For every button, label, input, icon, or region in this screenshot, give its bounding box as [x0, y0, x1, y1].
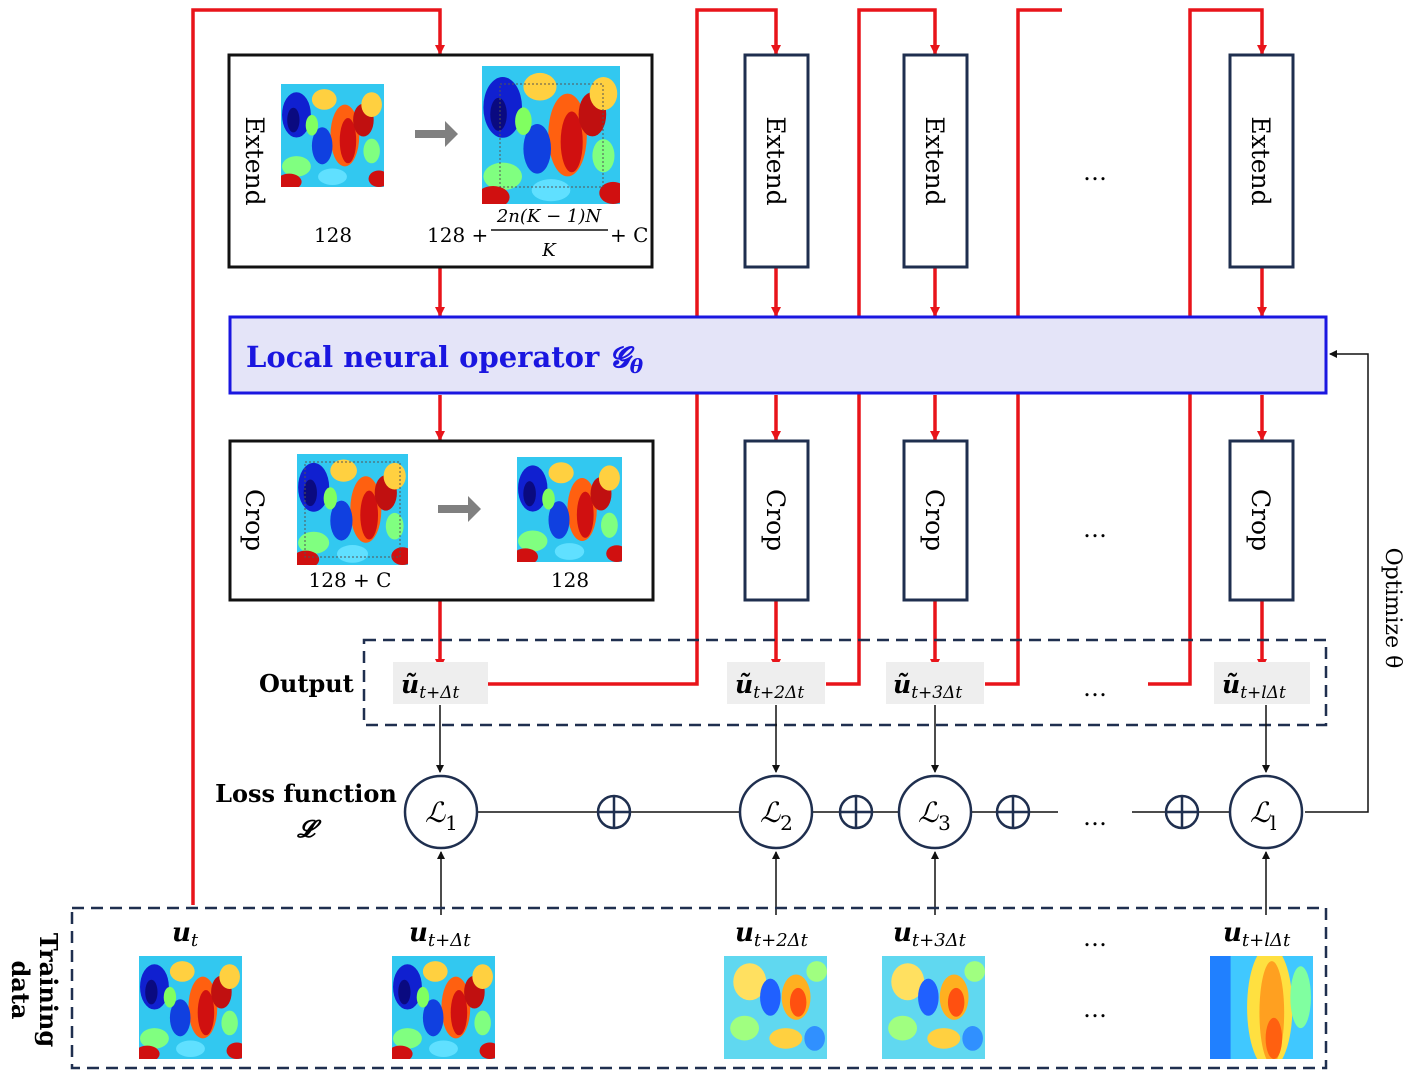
field-snapshot [392, 956, 495, 1059]
crop-box-coll: Crop [1228, 439, 1295, 602]
extend-label: Extend [920, 116, 949, 205]
svg-text:ũt+lΔt: ũt+lΔt [1222, 670, 1286, 703]
extend-out-size-prefix: 128 + [427, 223, 488, 247]
output-item-1: ũt+Δt [393, 662, 488, 704]
extend-label: Extend [1246, 116, 1275, 205]
training-label-line2: data [6, 961, 35, 1020]
crop-label: Crop [240, 489, 269, 551]
local-neural-operator: Local neural operator 𝓖θ [228, 315, 1328, 395]
svg-text:ℒ1: ℒ1 [425, 796, 458, 835]
field-snapshot [139, 956, 242, 1059]
training-ellipsis-top: … [1083, 924, 1107, 952]
extend-label: Extend [761, 116, 790, 205]
svg-text:Local neural operator 𝓖θ: Local neural operator 𝓖θ [246, 340, 644, 378]
loss-label-line1: Loss function [215, 779, 397, 808]
extend-out-size-numerator: 2n(K − 1)N [496, 206, 603, 227]
svg-text:ℒ2: ℒ2 [760, 796, 793, 835]
crop-output-field [517, 457, 622, 562]
plus-icon [1164, 794, 1200, 830]
gray-arrow-icon [438, 496, 481, 522]
output-label: Output [259, 669, 354, 698]
data-to-loss-arrows [437, 851, 1270, 915]
svg-text:ũt+Δt: ũt+Δt [401, 670, 460, 703]
crop-box-detailed: Crop 128 + C 128 [228, 439, 655, 602]
training-item-u1: ut+Δt [392, 918, 495, 1059]
flow-output2-to-extend3 [826, 8, 940, 686]
plus-icon [596, 794, 632, 830]
operator-subscript: θ [630, 354, 644, 378]
loss-label-line2: 𝓛 [296, 814, 322, 843]
training-item-u2: ut+2Δt [724, 918, 827, 1059]
ellipsis-extend: … [1083, 158, 1107, 186]
loss-node-3: ℒ3 [897, 774, 973, 850]
training-label-line1: Training [34, 933, 63, 1047]
field-snapshot [724, 956, 827, 1059]
output-ellipsis: … [1083, 674, 1107, 702]
output-item-2: ũt+2Δt [727, 662, 825, 704]
crop-box-col3: Crop [902, 439, 969, 602]
svg-text:ũt+2Δt: ũt+2Δt [735, 670, 804, 703]
crop-box-col2: Crop [743, 439, 810, 602]
optimize-feedback-line [1305, 350, 1369, 813]
svg-text:ut+Δt: ut+Δt [409, 918, 471, 951]
ellipsis-crop: … [1083, 515, 1107, 543]
extend-box-detailed: Extend 128 128 + 2n(K − 1)N K + C [227, 53, 654, 269]
extend-box-col3: Extend [902, 53, 969, 269]
crop-input-field [297, 454, 408, 565]
output-to-loss-arrows [436, 705, 1270, 773]
extend-box-col2: Extend [743, 53, 810, 269]
extend-box-coll: Extend [1228, 53, 1295, 269]
output-item-l: ũt+lΔt [1214, 662, 1310, 704]
extend-input-field [281, 84, 384, 187]
svg-text:ut+3Δt: ut+3Δt [893, 918, 967, 951]
flow-ut-to-extend [191, 8, 445, 905]
crop-in-size: 128 + C [309, 568, 392, 592]
extend-output-field [482, 66, 620, 204]
crop-label: Crop [920, 489, 949, 551]
loss-node-l: ℒl [1228, 774, 1304, 850]
plus-icon [995, 794, 1031, 830]
extend-label: Extend [240, 116, 269, 205]
training-item-ul: ut+lΔt [1210, 918, 1313, 1059]
extend-out-size-denominator: K [541, 240, 557, 261]
gray-arrow-icon [415, 121, 458, 147]
output-item-3: ũt+3Δt [886, 662, 984, 704]
flow-output1-to-extend2 [488, 8, 781, 686]
plus-icon [838, 794, 874, 830]
svg-text:ũt+3Δt: ũt+3Δt [893, 670, 962, 703]
svg-text:ut+2Δt: ut+2Δt [735, 918, 809, 951]
svg-text:ℒl: ℒl [1250, 796, 1277, 835]
crop-label: Crop [761, 489, 790, 551]
crop-label: Crop [1246, 489, 1275, 551]
svg-text:ℒ3: ℒ3 [918, 796, 951, 835]
field-snapshot [882, 956, 985, 1059]
training-item-ut: ut [139, 918, 242, 1059]
field-snapshot [1210, 956, 1313, 1059]
operator-label: Local neural operator [246, 340, 609, 374]
training-item-u3: ut+3Δt [882, 918, 985, 1059]
loss-node-1: ℒ1 [403, 774, 479, 850]
optimize-label: Optimize θ [1380, 548, 1405, 669]
flow-into-last-column [1148, 8, 1267, 686]
loss-node-2: ℒ2 [738, 774, 814, 850]
svg-text:ut: ut [172, 918, 199, 951]
extend-out-size-suffix: + C [610, 223, 648, 247]
training-data-box [70, 906, 1328, 1070]
svg-text:ut+lΔt: ut+lΔt [1223, 918, 1291, 951]
loss-ellipsis: … [1083, 803, 1107, 831]
training-ellipsis-bottom: … [1083, 995, 1107, 1023]
extend-in-size: 128 [314, 223, 352, 247]
output-group-box [362, 638, 1328, 727]
crop-out-size: 128 [551, 568, 589, 592]
